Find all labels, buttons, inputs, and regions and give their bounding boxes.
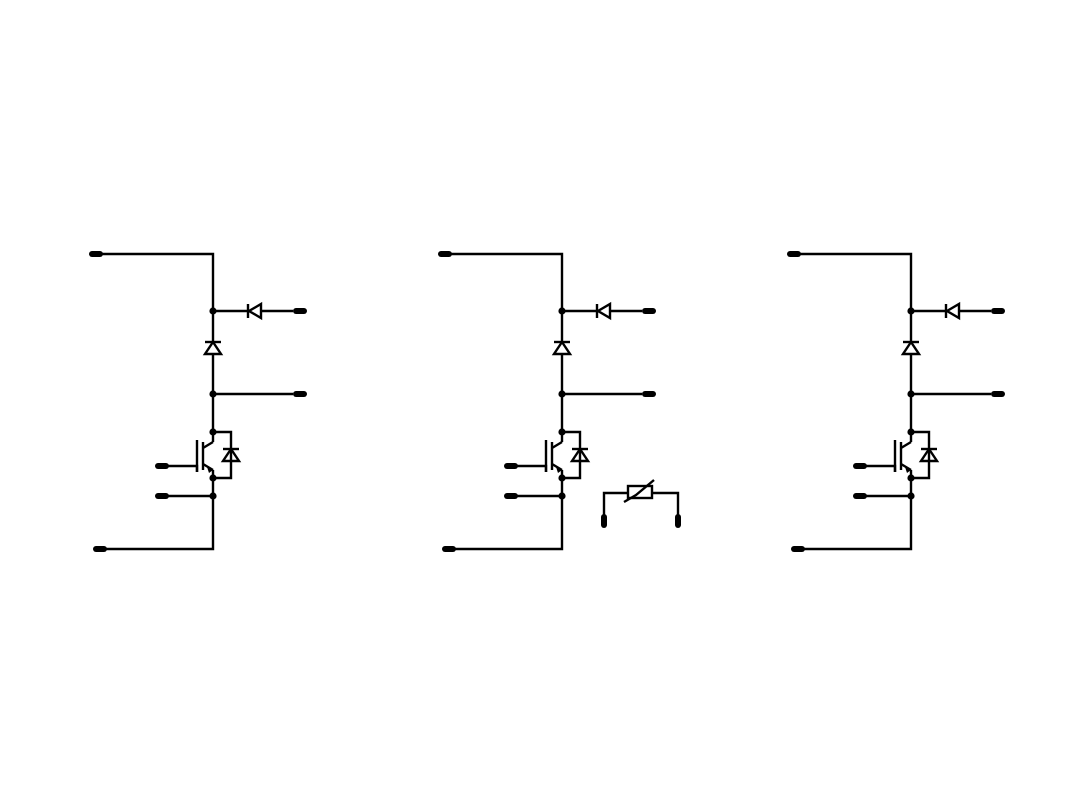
module-2-wiring	[446, 252, 644, 551]
module-3	[787, 251, 1005, 552]
ntc-terminals	[601, 514, 681, 528]
module-2-terminals	[438, 251, 656, 552]
module-3-wiring	[795, 252, 993, 551]
module-3-terminals	[787, 251, 1005, 552]
module-1	[89, 251, 307, 552]
ntc-thermistor-icon	[602, 479, 680, 519]
module-1-terminals	[89, 251, 307, 552]
module-2	[438, 251, 681, 552]
module-3-junction-nodes	[905, 307, 915, 500]
module-2-junction-nodes	[556, 307, 566, 500]
module-1-wiring	[97, 252, 295, 551]
